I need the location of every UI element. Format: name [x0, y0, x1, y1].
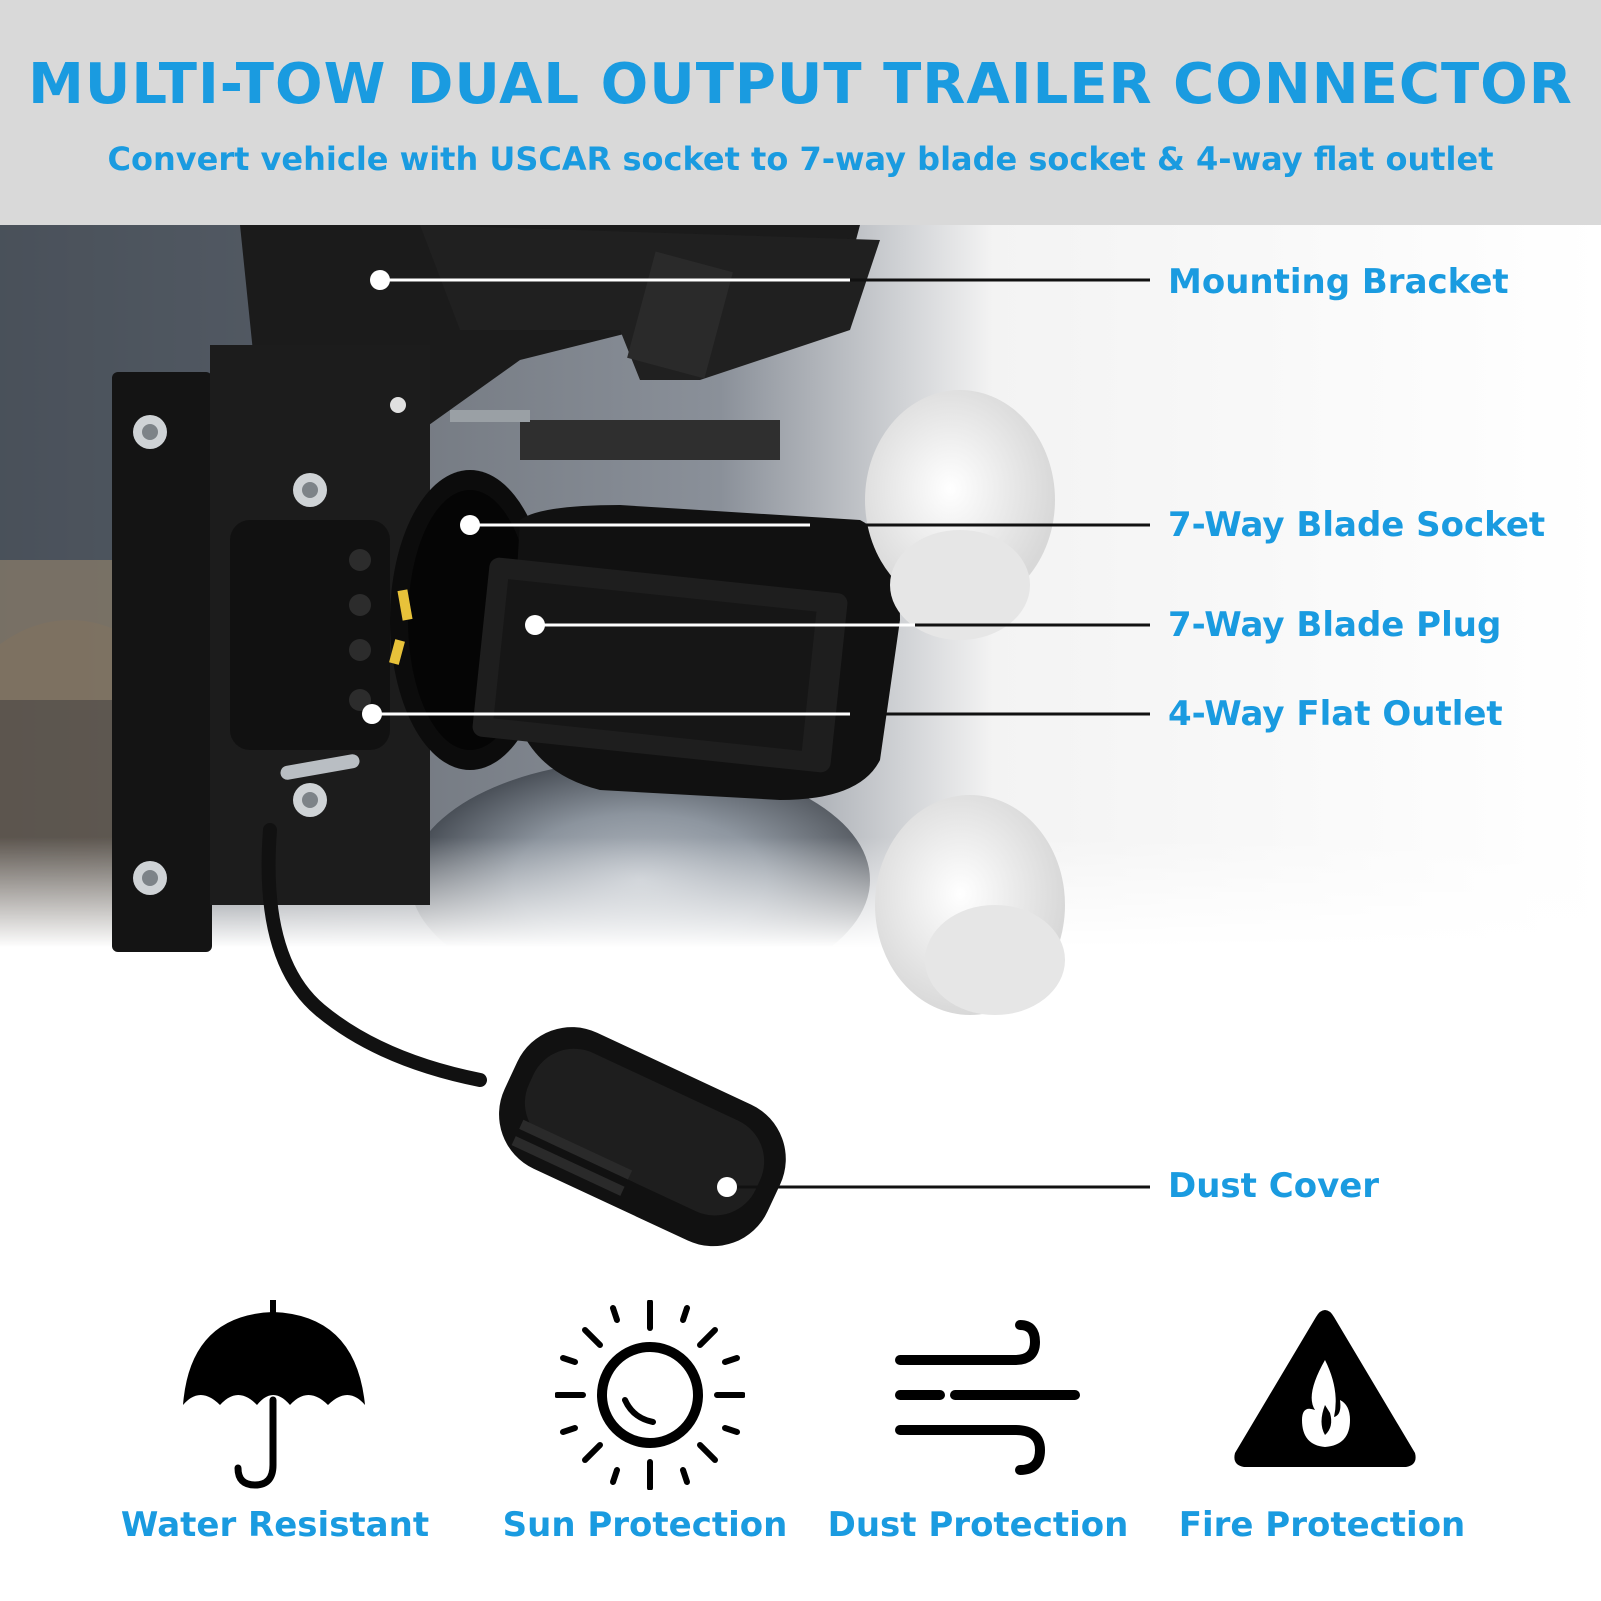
feature-label-dust-protection: Dust Protection: [827, 1505, 1129, 1545]
callout-mounting-bracket: Mounting Bracket: [1168, 262, 1509, 302]
callout-7-way-blade-socket: 7-Way Blade Socket: [1168, 505, 1546, 545]
page-title: MULTI-TOW DUAL OUTPUT TRAILER CONNECTOR: [28, 52, 1573, 117]
product-photo: [0, 225, 1601, 1247]
umbrella-icon: [183, 1300, 365, 1489]
callout-7-way-blade-plug: 7-Way Blade Plug: [1168, 605, 1502, 645]
feature-label-sun-protection: Sun Protection: [502, 1505, 788, 1545]
wind-icon: [895, 1320, 1080, 1475]
page-subtitle: Convert vehicle with USCAR socket to 7-w…: [107, 140, 1494, 178]
sun-icon: [555, 1300, 745, 1490]
header-banner: MULTI-TOW DUAL OUTPUT TRAILER CONNECTOR …: [0, 0, 1601, 225]
feature-label-water-resistant: Water Resistant: [120, 1505, 430, 1545]
fire-warning-icon: [1234, 1310, 1416, 1467]
callout-4-way-flat-outlet: 4-Way Flat Outlet: [1168, 694, 1503, 734]
callout-dust-cover: Dust Cover: [1168, 1166, 1380, 1206]
feature-label-fire-protection: Fire Protection: [1178, 1505, 1466, 1545]
